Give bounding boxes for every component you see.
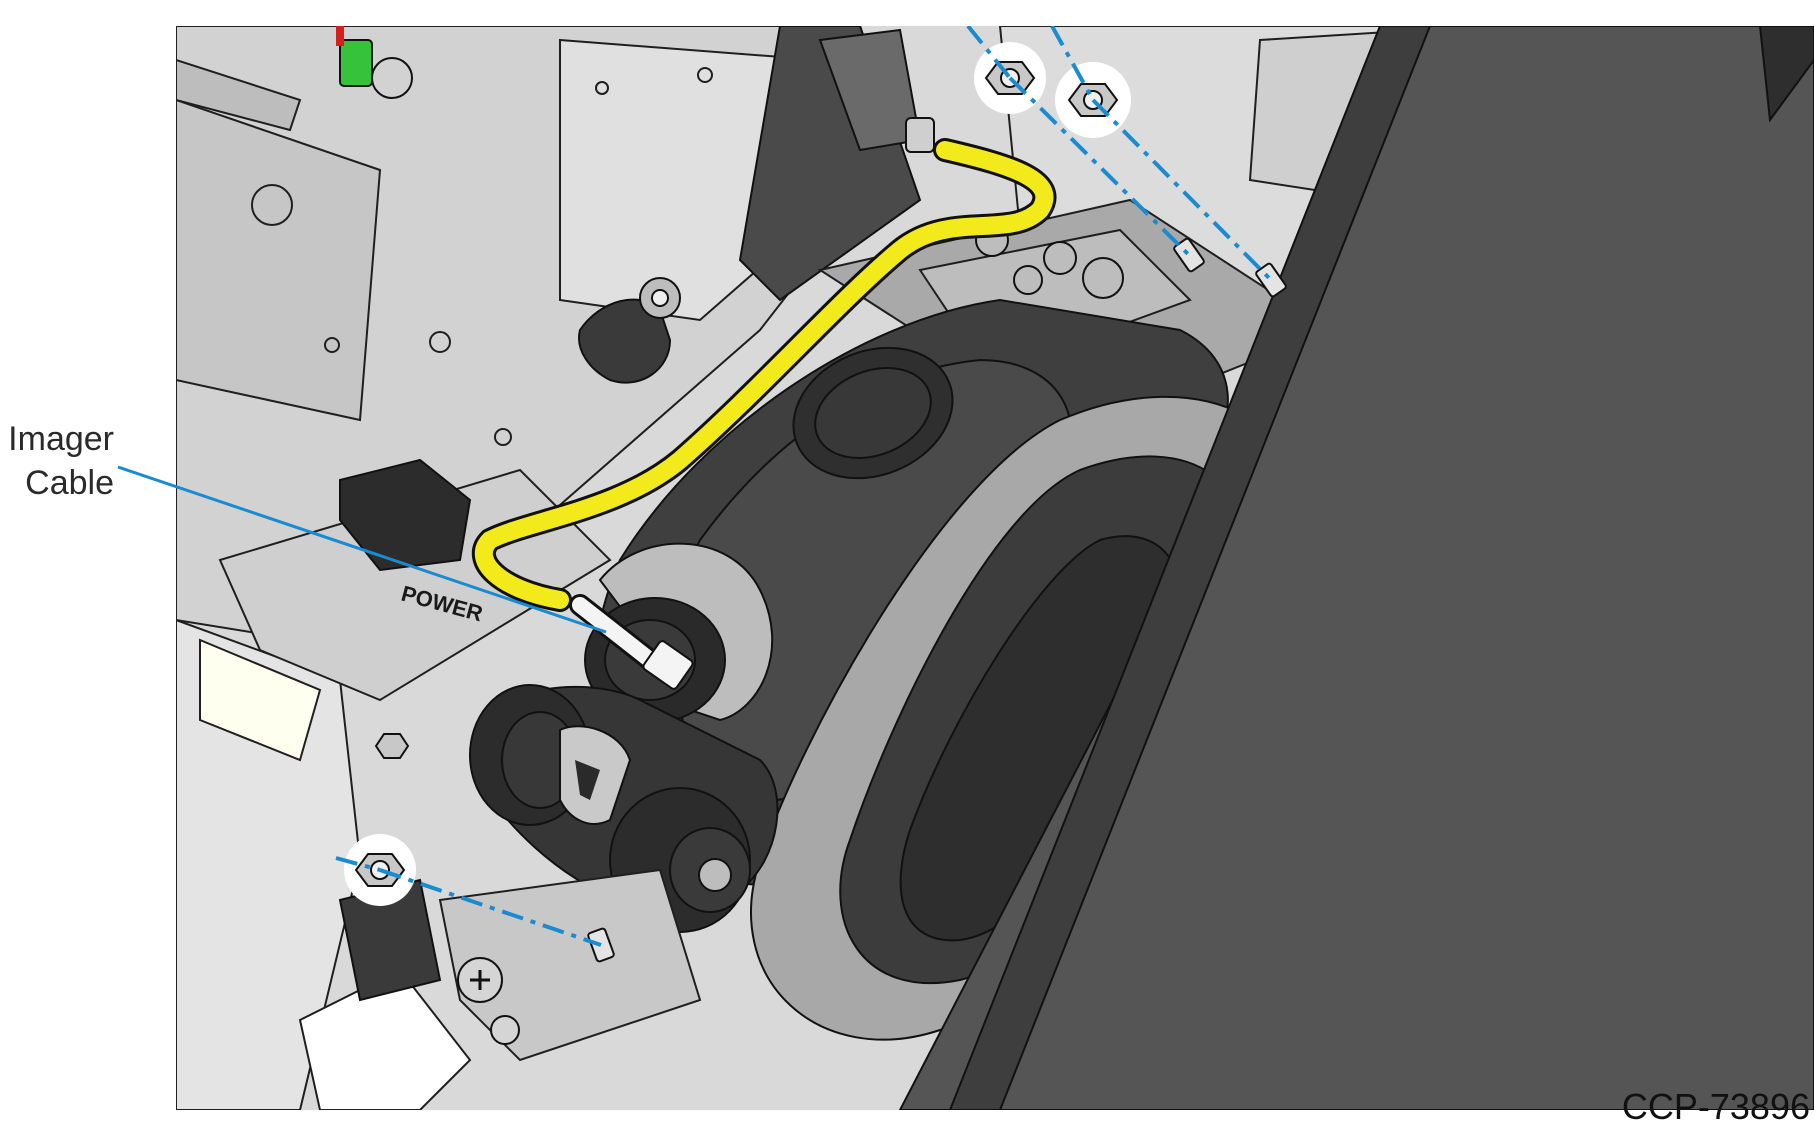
callout-leader-line — [117, 465, 607, 634]
hardware-illustration: POWER — [176, 26, 1814, 1110]
assembly-lines — [335, 26, 1273, 947]
imager-cable-label: Imager — [8, 420, 114, 458]
cable-connector-icon — [642, 640, 694, 690]
imager-cable-label-line2: Cable — [25, 464, 114, 502]
screw-icon — [1082, 257, 1124, 299]
figure-id: CCP-73896 — [1621, 1086, 1810, 1127]
screw-icon — [1043, 241, 1077, 275]
nut-icon — [374, 733, 410, 759]
screw-icon — [1013, 265, 1043, 295]
